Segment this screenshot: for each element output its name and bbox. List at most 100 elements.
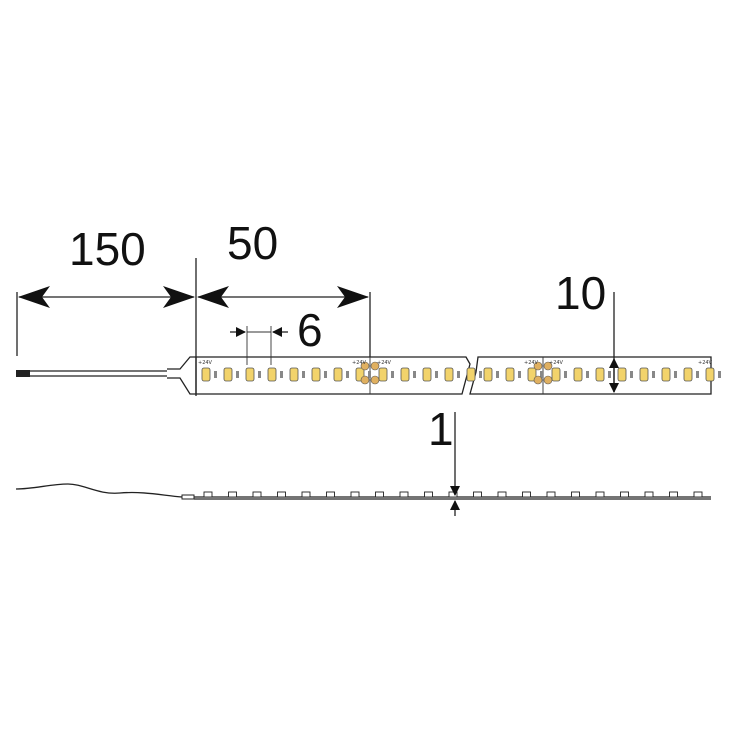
side-led-chip (522, 491, 531, 498)
side-led-chip (301, 491, 311, 498)
led-chip (595, 367, 605, 382)
resistor (586, 371, 589, 378)
solder-pad-icon (533, 375, 543, 385)
resistor (479, 371, 482, 378)
dimension-label-150: 150 (69, 223, 146, 275)
side-led-array (203, 491, 703, 498)
led-chip (400, 367, 410, 382)
side-led-chip (693, 491, 703, 498)
dimension-label-10: 10 (555, 267, 606, 319)
resistor (674, 371, 677, 378)
strip-segment-2 (469, 356, 712, 395)
resistor (696, 371, 699, 378)
resistor (324, 371, 327, 378)
led-chip (289, 367, 299, 382)
plus-label: +24V (698, 360, 713, 366)
solder-pad-icon (370, 375, 380, 385)
side-led-chip (571, 491, 580, 498)
strip-top-view: +24V +24V +24V +24V +24V +24V (16, 356, 721, 395)
solder-pad-icon (543, 361, 553, 371)
led-chip (245, 367, 255, 382)
resistor (608, 371, 611, 378)
solder-pad-icon (370, 361, 380, 371)
led-chip (683, 367, 693, 382)
resistor (346, 371, 349, 378)
plus-label: +24V (377, 360, 392, 366)
solder-pad-icon (543, 375, 553, 385)
led-chip (223, 367, 233, 382)
side-led-chip (277, 491, 286, 498)
side-led-chip (644, 491, 654, 498)
dimension-label-1: 1 (428, 403, 454, 455)
resistor (518, 371, 521, 378)
cable-tip (16, 370, 30, 377)
led-array (201, 367, 721, 382)
plus-label: +24V (549, 360, 564, 366)
side-led-chip (399, 491, 409, 498)
resistor (413, 371, 416, 378)
side-led-chip (669, 491, 678, 498)
resistor (302, 371, 305, 378)
side-led-chip (595, 491, 605, 498)
resistor (391, 371, 394, 378)
side-led-chip (375, 491, 384, 498)
led-chip (422, 367, 432, 382)
led-chip (311, 367, 321, 382)
dimension-label-6: 6 (297, 304, 323, 356)
resistor (457, 371, 460, 378)
plus-label: +24V (524, 360, 539, 366)
led-chip (705, 367, 715, 382)
led-chip (267, 367, 277, 382)
side-led-chip (228, 491, 237, 498)
resistor (652, 371, 655, 378)
led-chip (466, 367, 476, 382)
led-chip (639, 367, 649, 382)
cable-side-wire (15, 483, 183, 498)
led-chip (573, 367, 583, 382)
side-led-chip (424, 491, 433, 498)
led-chip (483, 367, 493, 382)
led-chip (551, 367, 561, 382)
resistor (435, 371, 438, 378)
plus-label: +24V (352, 360, 367, 366)
side-led-chip (252, 491, 262, 498)
cable-connector (181, 494, 195, 500)
resistor (236, 371, 239, 378)
resistor (280, 371, 283, 378)
side-led-chip (326, 491, 335, 498)
dimension-cable-length: 150 (16, 223, 197, 396)
solder-pads (360, 361, 553, 385)
resistor (564, 371, 567, 378)
dimension-cut-section: 50 (197, 217, 371, 357)
led-chip (661, 367, 671, 382)
dimension-strip-thickness: 1 (428, 403, 460, 516)
strip-side-view (15, 483, 711, 500)
led-chip (201, 367, 211, 382)
solder-pad-icon (360, 375, 370, 385)
solder-pad-icon (533, 361, 543, 371)
side-led-chip (448, 491, 458, 498)
resistor (258, 371, 261, 378)
strip-tab-top (167, 356, 196, 370)
plus-label: +24V (198, 360, 213, 366)
dimension-label-50: 50 (227, 217, 278, 269)
led-chip (333, 367, 343, 382)
side-led-chip (546, 491, 556, 498)
led-chip (378, 367, 388, 382)
led-chip (505, 367, 515, 382)
led-chip (617, 367, 627, 382)
resistor (630, 371, 633, 378)
side-led-chip (620, 491, 629, 498)
dimension-strip-width: 10 (555, 267, 619, 393)
side-led-chip (497, 491, 507, 498)
side-led-chip (350, 491, 360, 498)
resistor (214, 371, 217, 378)
strip-tab-bottom (167, 377, 196, 395)
resistor (718, 371, 721, 378)
led-chip (527, 367, 537, 382)
solder-pad-icon (360, 361, 370, 371)
resistor (496, 371, 499, 378)
resistor (540, 371, 543, 378)
resistor (368, 371, 371, 378)
